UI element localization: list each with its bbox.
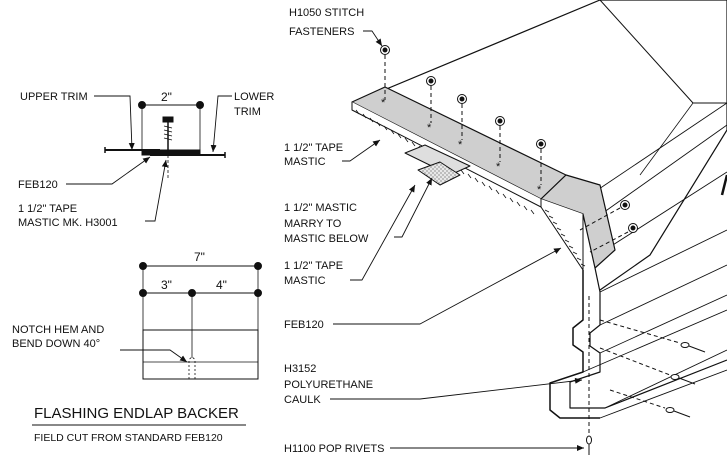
- svg-text:*: *: [496, 161, 501, 173]
- tape-mastic-upper-label-2: MASTIC: [284, 156, 326, 168]
- tape-mastic-upper-label-1: 1 1/2" TAPE: [284, 142, 343, 154]
- upper-trim-label: UPPER TRIM: [20, 91, 88, 103]
- eave-trim-profile: [549, 270, 600, 419]
- tape-mastic-left-label-1: 1 1/2" TAPE: [18, 203, 77, 215]
- stitch-fastener-icon: *: [495, 116, 505, 173]
- stitch-fastener-icon: *: [536, 139, 546, 196]
- dimension-3in-label: 3": [161, 278, 172, 292]
- fastener-icon: [162, 116, 174, 150]
- dimension-4in-label: 4": [216, 278, 227, 292]
- notch-label-2: BEND DOWN 40°: [12, 338, 100, 350]
- feb120-plate: [141, 149, 201, 156]
- dimension-7in-label: 7": [194, 250, 205, 264]
- mastic-patch: [417, 161, 461, 186]
- tape-mastic-left-label-2: MASTIC MK. H3001: [18, 217, 118, 229]
- stitch-fasteners-label-2: FASTENERS: [289, 26, 354, 38]
- stitch-fastener-icon: *: [380, 45, 390, 109]
- feb120-right-label: FEB120: [284, 319, 324, 331]
- svg-text:*: *: [537, 184, 542, 196]
- caulk-label-2: POLYURETHANE: [284, 379, 373, 391]
- feb120-left-label: FEB120: [18, 179, 58, 191]
- backer-plate: [142, 329, 259, 380]
- lower-trim-label-1: LOWER: [234, 91, 274, 103]
- lower-trim-label-2: TRIM: [234, 106, 261, 118]
- tape-mastic-lower-label-1: 1 1/2" TAPE: [284, 260, 343, 272]
- dimension-2in-label: 2": [161, 90, 172, 104]
- svg-text:*: *: [458, 139, 463, 151]
- pop-rivet-icon: [586, 296, 706, 455]
- stitch-fastener-icon: *: [457, 94, 467, 151]
- section-detail: [66, 95, 232, 222]
- svg-text:*: *: [427, 122, 432, 134]
- stitch-fastener-icon: *: [426, 76, 436, 134]
- mastic-marry-label-3: MASTIC BELOW: [284, 233, 369, 245]
- notch: [188, 357, 196, 379]
- svg-text:*: *: [381, 97, 386, 109]
- isometric-view: * * * * *: [330, 0, 727, 455]
- cut-pattern: [120, 262, 262, 380]
- pop-rivets-label: H1100 POP RIVETS: [284, 443, 384, 455]
- mastic-marry-label-2: MARRY TO: [284, 218, 342, 230]
- caulk-label-3: CAULK: [284, 394, 321, 406]
- side-fastener-icon: [579, 200, 638, 253]
- mastic-marry-label-1: 1 1/2" MASTIC: [284, 202, 357, 214]
- notch-label-1: NOTCH HEM AND: [12, 324, 104, 336]
- caulk-label-1: H3152: [284, 363, 316, 375]
- stitch-fasteners-label-1: H1050 STITCH: [289, 7, 364, 19]
- tape-mastic-lower-label-2: MASTIC: [284, 275, 326, 287]
- diagram-title: FLASHING ENDLAP BACKER: [34, 405, 239, 422]
- diagram-subtitle: FIELD CUT FROM STANDARD FEB120: [34, 432, 223, 444]
